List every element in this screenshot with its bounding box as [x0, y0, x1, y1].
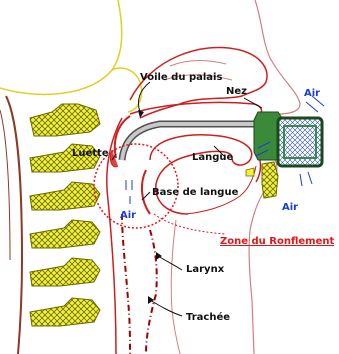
arrow-icon-larynx	[156, 252, 162, 260]
label-voile-du-palais: Voile du palais	[140, 72, 222, 83]
arrow-icon-air-throat	[126, 180, 132, 204]
label-larynx: Larynx	[186, 264, 225, 275]
tongue	[150, 135, 252, 214]
label-trachee: Trachée	[186, 311, 230, 323]
vertebrae	[30, 104, 100, 326]
airway-dash-posterior	[122, 214, 130, 354]
pointer-larynx	[158, 256, 182, 270]
vertebra-3	[30, 182, 100, 210]
pointer-voile	[138, 82, 150, 112]
arrow-icon-trachee	[148, 296, 154, 304]
arrow-icon-air-in-1	[306, 102, 318, 112]
label-luette: Luette	[72, 148, 109, 159]
airway-dash-anterior	[146, 230, 157, 354]
hyoid-marker	[246, 168, 254, 176]
label-zone-du-ronflement: Zone du Ronflement	[220, 236, 334, 247]
pointer-trachee	[150, 300, 182, 316]
vertebra-1	[30, 104, 100, 136]
snoring-zone-leader	[154, 214, 226, 234]
label-air-mask-bottom: Air	[282, 202, 298, 213]
vertebra-5	[30, 258, 100, 286]
arrow-icon-air-out-2	[308, 172, 312, 184]
skull-base-line	[0, 0, 122, 94]
nasal-yellow-line	[112, 68, 142, 112]
larynx-outline	[171, 220, 180, 354]
jaw-bone	[262, 162, 278, 198]
label-langue: Langue	[192, 152, 234, 163]
vertebra-4	[30, 220, 100, 248]
label-nez: Nez	[226, 86, 247, 97]
spine-outline-inner	[0, 110, 10, 260]
tongue-base	[142, 170, 150, 214]
label-air-mask-top: Air	[304, 88, 320, 99]
label-base-de-langue: Base de langue	[152, 187, 239, 198]
vertebra-6	[30, 298, 100, 326]
arrow-icon-air-out-1	[300, 174, 302, 186]
label-air-throat: Air	[120, 210, 136, 221]
spine-outline	[6, 96, 22, 354]
cpap-mask-icon	[254, 112, 322, 166]
